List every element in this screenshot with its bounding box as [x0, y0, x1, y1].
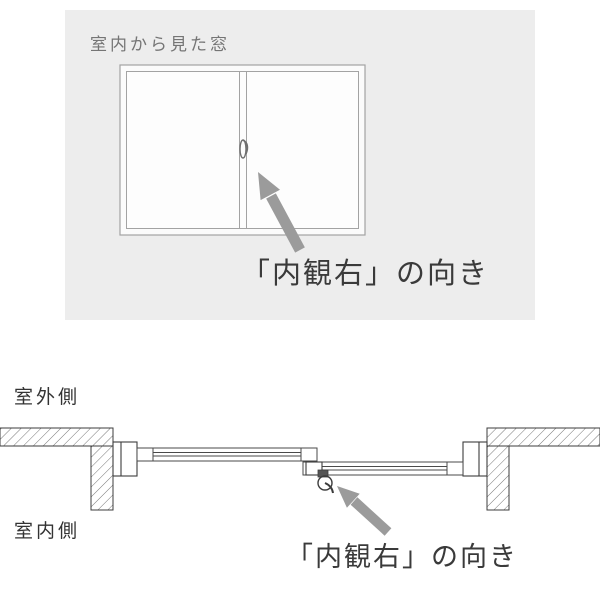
wall-right-horizontal	[486, 427, 600, 447]
window-jambs	[112, 441, 488, 477]
wall-sections	[0, 427, 600, 511]
crescent-lock-icon	[305, 461, 334, 494]
window-elevation-drawing: 室内から見た窓 「内観右」の向き	[90, 35, 489, 290]
window-inner-frame	[126, 71, 359, 229]
window-frame	[119, 64, 366, 236]
wall-left-vertical	[90, 445, 114, 511]
indoor-side-label: 室内側	[14, 520, 80, 542]
sash-interior-body	[302, 461, 464, 476]
direction-arrow-icon	[258, 172, 305, 253]
cross-section-drawing: 室外側	[0, 386, 600, 572]
wall-left-horizontal	[0, 427, 114, 447]
panel-caption: 室内から見た窓	[90, 35, 230, 54]
sash-exterior-body	[136, 447, 318, 462]
outdoor-side-label: 室外側	[14, 386, 80, 408]
sash-exterior	[136, 447, 318, 462]
interior-view-panel: 室内から見た窓 「内観右」の向き	[65, 10, 535, 320]
direction-arrow-icon	[337, 486, 392, 536]
wall-right-vertical	[486, 445, 510, 511]
direction-label: 「内観右」の向き	[286, 542, 518, 572]
crescent-lock-icon	[239, 139, 249, 159]
jamb-left	[112, 441, 138, 477]
direction-label: 「内観右」の向き	[241, 257, 489, 290]
jamb-right	[462, 441, 488, 477]
